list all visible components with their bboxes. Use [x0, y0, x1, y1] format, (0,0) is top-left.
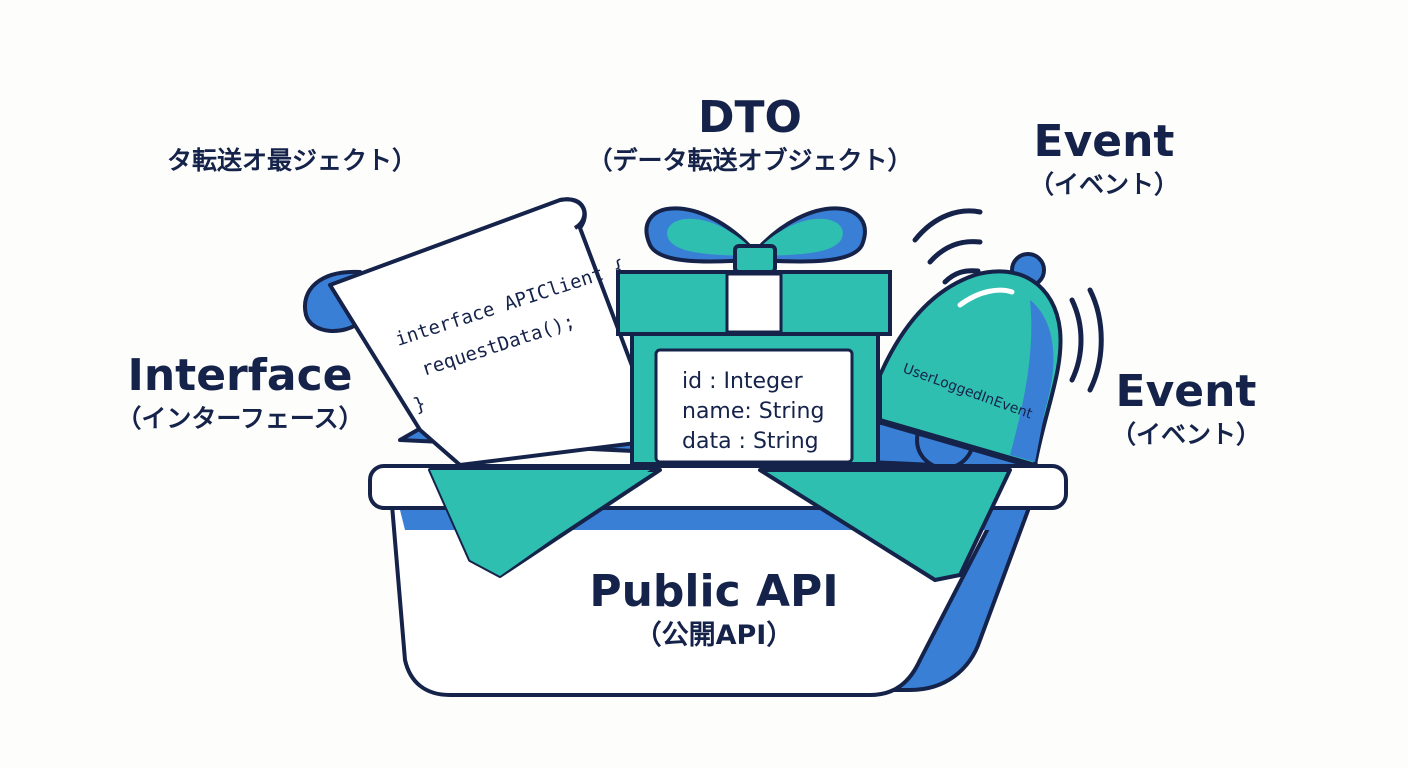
event-right-subtitle: （イベント）: [1110, 420, 1262, 449]
event-label-top: Event （イベント）: [1029, 116, 1179, 202]
public-api-title: Public API: [589, 566, 839, 617]
interface-label: Interface （インターフェース）: [116, 350, 363, 436]
event-bell: UserLoggedInEvent: [872, 208, 1104, 471]
dto-field-1: id : Integer: [682, 369, 804, 394]
public-api-label: Public API （公開API）: [589, 566, 838, 654]
dto-label: DTO （データ転送オブジェクト）: [587, 92, 912, 178]
event-top-title: Event: [1033, 116, 1175, 167]
interface-scroll: interface APIClient { requestData(); }: [302, 197, 662, 467]
dto-field-3: data : String: [682, 429, 819, 454]
faded-label: タ転送オ最ジェクト）: [167, 144, 417, 178]
public-api-basket: [368, 464, 1068, 697]
event-top-subtitle: （イベント）: [1028, 170, 1180, 199]
dto-gift-box: id : Integer name: String data : String: [616, 206, 892, 466]
event-label-right: Event （イベント）: [1111, 366, 1261, 452]
interface-title: Interface: [127, 350, 353, 401]
dto-field-2: name: String: [682, 399, 824, 424]
dto-subtitle: （データ転送オブジェクト）: [587, 146, 913, 175]
event-right-title: Event: [1115, 366, 1257, 417]
interface-subtitle: （インターフェース）: [116, 404, 364, 433]
faded-subtitle: タ転送オ最ジェクト）: [166, 146, 418, 175]
public-api-subtitle: （公開API）: [634, 620, 794, 651]
dto-title: DTO: [698, 92, 802, 143]
